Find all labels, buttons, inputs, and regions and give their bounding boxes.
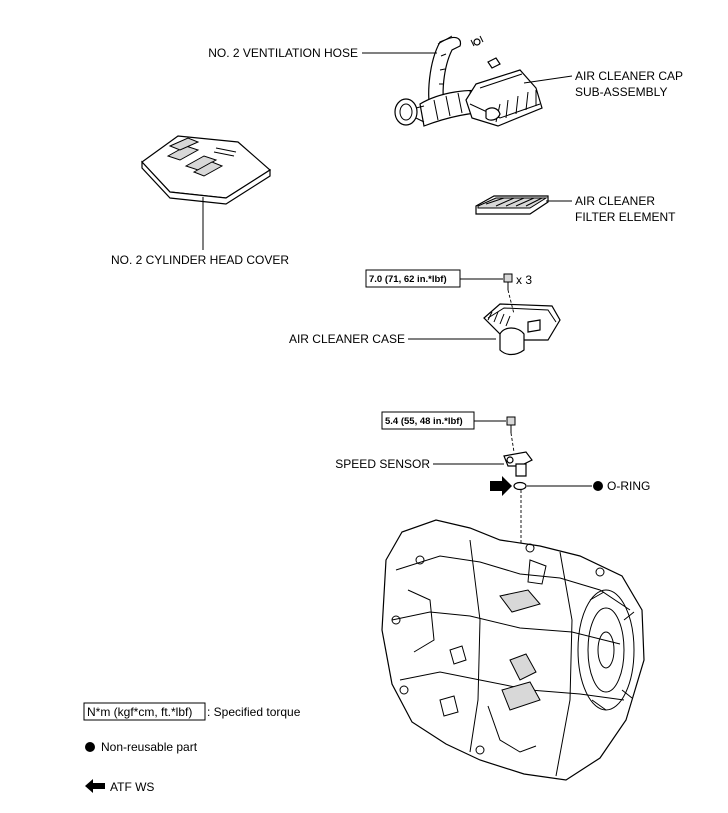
non-reusable-icon (593, 481, 603, 491)
speed-sensor-illustration (503, 451, 533, 477)
transaxle-illustration (381, 519, 645, 781)
filter-element-illustration (475, 195, 549, 215)
label-speed-sensor: SPEED SENSOR (335, 457, 430, 471)
label-air-cleaner-case: AIR CLEANER CASE (289, 332, 405, 346)
label-filter-element-line2: FILTER ELEMENT (575, 210, 676, 224)
legend-torque-box-text: N*m (kgf*cm, ft.*lbf) (87, 705, 192, 719)
legend-torque-box (83, 702, 206, 721)
leader-air-cleaner-cap (523, 75, 573, 84)
label-o-ring: O-RING (607, 479, 650, 493)
label-cylinder-head-cover: NO. 2 CYLINDER HEAD COVER (111, 253, 289, 267)
air-cleaner-cap-illustration (465, 69, 543, 127)
o-ring-illustration (513, 481, 527, 491)
torque-case-bolt: 7.0 (71, 62 in.*lbf) (369, 274, 447, 285)
label-air-cleaner-cap-line2: SUB-ASSEMBLY (575, 85, 667, 99)
case-bolt-icon (503, 273, 513, 290)
torque-case-bolt-qty: x 3 (516, 273, 532, 287)
label-filter-element-line1: AIR CLEANER (575, 194, 655, 208)
arrow-icon (85, 779, 105, 793)
air-cleaner-case-illustration (483, 303, 561, 356)
atf-apply-arrow-icon (490, 476, 512, 496)
torque-box-sensor (381, 411, 475, 430)
legend: N*m (kgf*cm, ft.*lbf) : Specified torque… (83, 702, 301, 794)
torque-box-case (365, 269, 461, 288)
torque-sensor-bolt: 5.4 (55, 48 in.*lbf) (385, 416, 463, 427)
label-ventilation-hose: NO. 2 VENTILATION HOSE (208, 46, 358, 60)
sensor-bolt-icon (506, 416, 516, 433)
label-air-cleaner-cap-line1: AIR CLEANER CAP (575, 69, 683, 83)
legend-atf: ATF WS (110, 780, 154, 794)
filled-circle-icon (85, 742, 95, 752)
cylinder-head-cover-illustration (141, 135, 271, 205)
legend-non-reusable: Non-reusable part (101, 740, 198, 754)
legend-torque-text: : Specified torque (207, 705, 301, 719)
